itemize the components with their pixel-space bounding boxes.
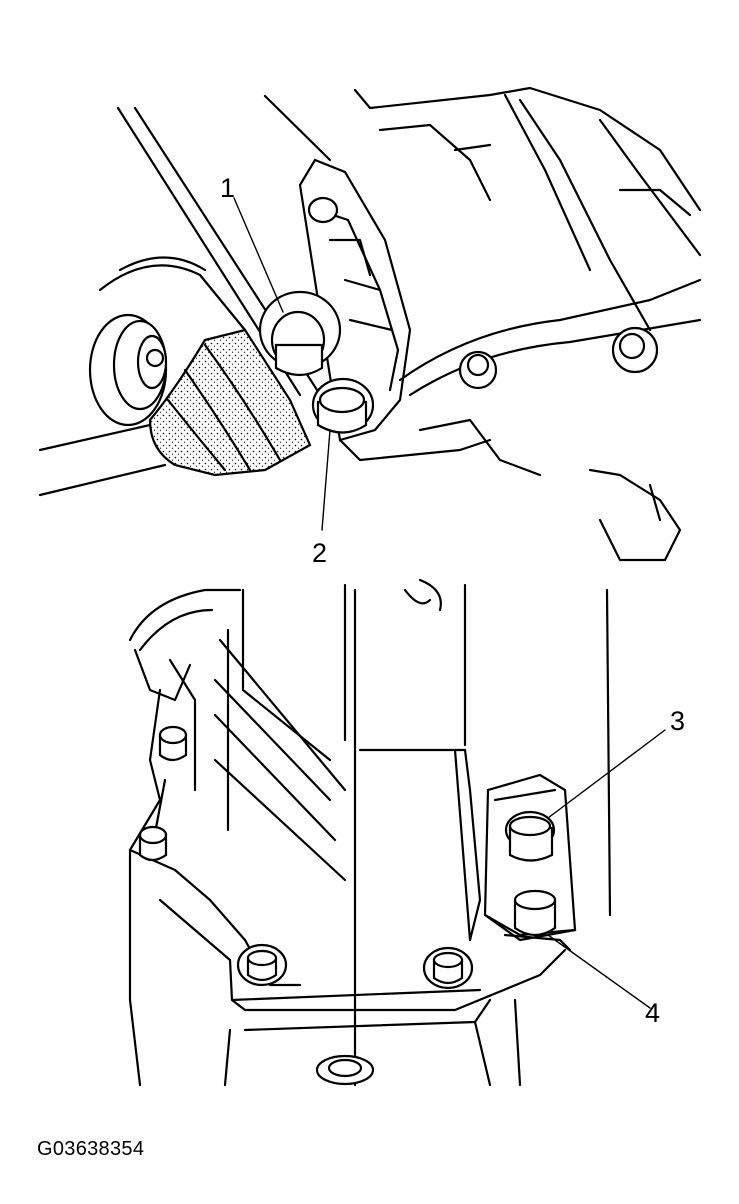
callout-number: 2 (312, 538, 328, 568)
callout-number: 4 (645, 998, 661, 1028)
upper-view (38, 86, 702, 562)
callout-number: 1 (220, 173, 236, 203)
callout-number: 3 (670, 706, 686, 736)
lower-view (128, 578, 666, 1087)
figure-id-label: G03638354 (37, 1138, 145, 1160)
